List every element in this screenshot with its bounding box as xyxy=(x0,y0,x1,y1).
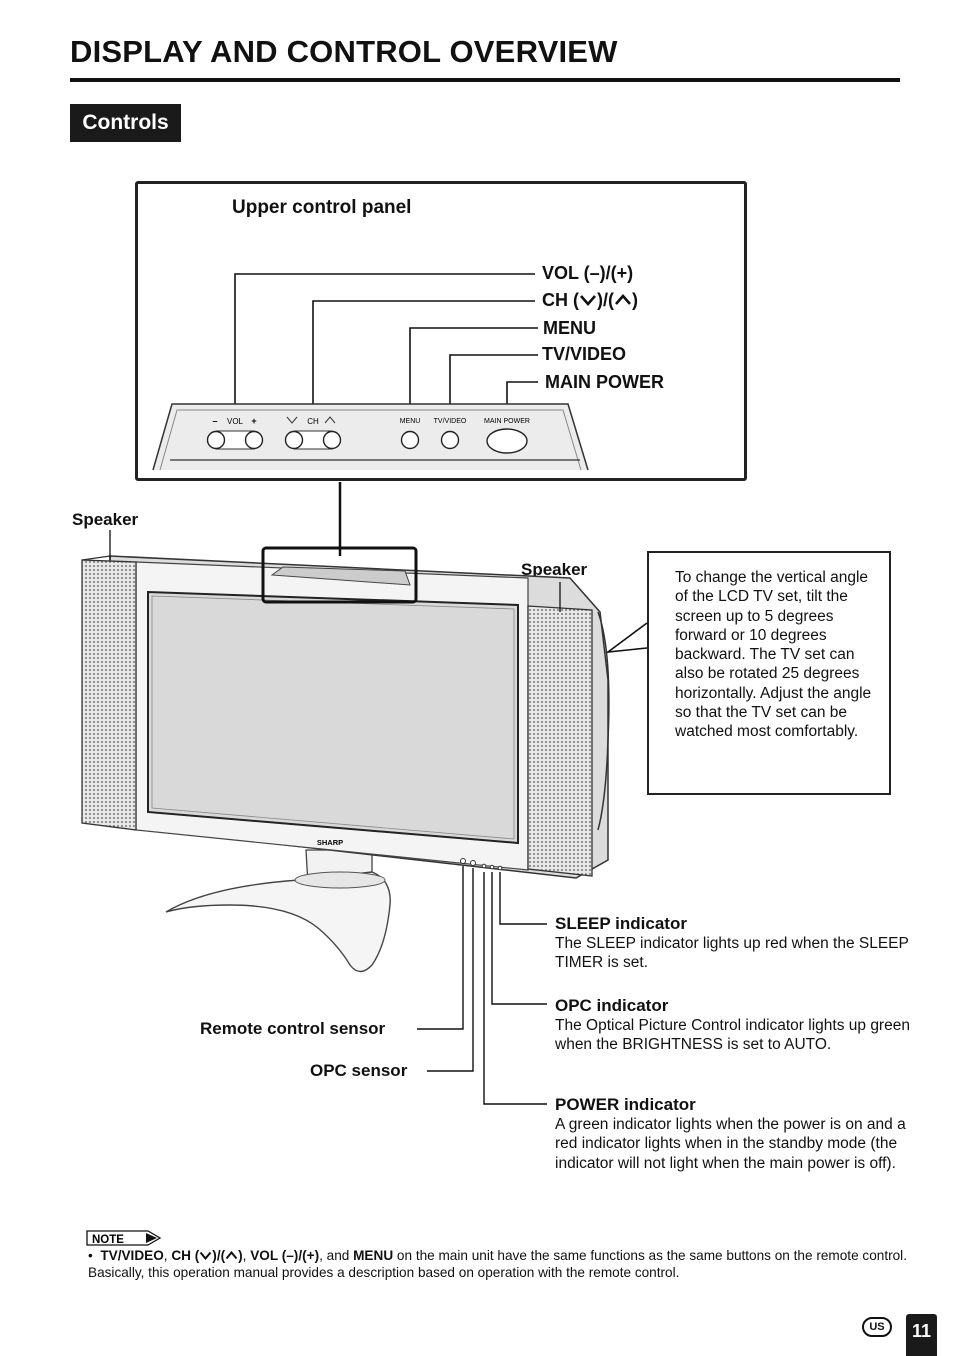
menu-button xyxy=(400,430,420,450)
region-badge: US xyxy=(862,1317,892,1337)
panel-print-main-power: MAIN POWER xyxy=(484,418,530,425)
page-number: 11 xyxy=(906,1314,937,1356)
sleep-indicator-text: The SLEEP indicator lights up red when t… xyxy=(555,935,909,972)
main-power-label: MAIN POWER xyxy=(545,372,664,392)
vol-plus-button xyxy=(244,430,264,450)
page-title: DISPLAY AND CONTROL OVERVIEW xyxy=(70,34,618,69)
tv-stand xyxy=(165,849,391,973)
note-tag-label: NOTE xyxy=(92,1234,124,1246)
chevron-down-icon xyxy=(580,295,596,306)
note-vol: VOL (–)/(+) xyxy=(250,1248,320,1263)
panel-print-ch: CH xyxy=(307,417,319,426)
chevron-up-icon xyxy=(615,294,631,305)
ch-up-button xyxy=(322,430,342,450)
power-indicator-text: A green indicator lights when the power … xyxy=(555,1116,906,1172)
panel-print-vol: VOL xyxy=(227,417,244,426)
sleep-indicator-block: SLEEP indicator The SLEEP indicator ligh… xyxy=(555,914,915,973)
note-chevron-up-icon xyxy=(225,1250,238,1260)
main-power-button xyxy=(486,428,528,454)
ch-label-sep: )/( xyxy=(597,290,614,310)
note-comma-1: , xyxy=(163,1248,172,1263)
note-text: • TV/VIDEO, CH ( )/(), VOL (–)/(+), and M… xyxy=(88,1247,908,1281)
ch-label-end: ) xyxy=(632,290,638,310)
opc-indicator-title: OPC indicator xyxy=(555,996,669,1015)
right-speaker-grille xyxy=(527,605,593,877)
note-comma-2: , xyxy=(242,1248,251,1263)
note-tv-video: TV/VIDEO xyxy=(100,1248,164,1263)
upper-panel-heading: Upper control panel xyxy=(232,197,412,218)
remote-sensor-label: Remote control sensor xyxy=(200,1019,386,1038)
vol-minus-button xyxy=(206,430,226,450)
upper-panel-leaders xyxy=(234,273,538,427)
note-ch-close: ) xyxy=(238,1248,243,1263)
speaker-left-label: Speaker xyxy=(72,510,139,529)
note-chevron-down-icon xyxy=(200,1251,212,1261)
panel-chevron-down-icon xyxy=(286,416,298,424)
vol-label: VOL (–)/(+) xyxy=(542,263,634,283)
sleep-indicator-title: SLEEP indicator xyxy=(555,914,687,933)
ch-label: CH ( )/() xyxy=(542,290,638,311)
left-speaker-grille xyxy=(81,559,137,831)
note-ch-open: CH ( xyxy=(171,1248,200,1263)
note-tag: NOTE xyxy=(86,1230,162,1246)
speaker-right-label: Speaker xyxy=(521,560,588,579)
upper-control-panel-box xyxy=(135,181,747,481)
opc-sensor-label: OPC sensor xyxy=(310,1061,408,1080)
control-strip-highlight xyxy=(261,546,418,604)
panel-chevron-up-icon xyxy=(324,416,336,424)
panel-print-tv-video: TV/VIDEO xyxy=(434,418,467,425)
note-rest: on the main unit have the same functions… xyxy=(88,1248,907,1280)
brand-logo: SHARP xyxy=(317,838,343,847)
note-and: , and xyxy=(319,1248,354,1263)
note-menu: MENU xyxy=(353,1248,394,1263)
panel-print-plus: + xyxy=(251,416,256,426)
ch-label-start: CH ( xyxy=(542,290,579,310)
control-strip: – VOL + CH MENU TV/VIDEO MAIN POWER xyxy=(152,403,589,471)
title-rule xyxy=(70,78,900,82)
section-heading: Controls xyxy=(70,104,181,142)
tilt-callout: To change the vertical angle of the LCD … xyxy=(647,551,891,795)
note-bullet: • xyxy=(88,1248,93,1263)
panel-print-minus: – xyxy=(212,416,217,426)
note-ch: CH ( )/() xyxy=(171,1248,242,1263)
opc-indicator-text: The Optical Picture Control indicator li… xyxy=(555,1017,910,1054)
indicator-leaders xyxy=(417,866,547,1105)
menu-label: MENU xyxy=(543,318,596,338)
opc-indicator-block: OPC indicator The Optical Picture Contro… xyxy=(555,996,915,1055)
panel-print-menu: MENU xyxy=(400,418,421,425)
power-indicator-title: POWER indicator xyxy=(555,1095,696,1114)
note-ch-sep: )/( xyxy=(212,1248,226,1263)
tv-video-label: TV/VIDEO xyxy=(542,344,627,364)
ch-down-button xyxy=(284,430,304,450)
tv-body: SHARP xyxy=(81,546,610,879)
tv-video-button xyxy=(440,430,460,450)
power-indicator-block: POWER indicator A green indicator lights… xyxy=(555,1095,915,1173)
